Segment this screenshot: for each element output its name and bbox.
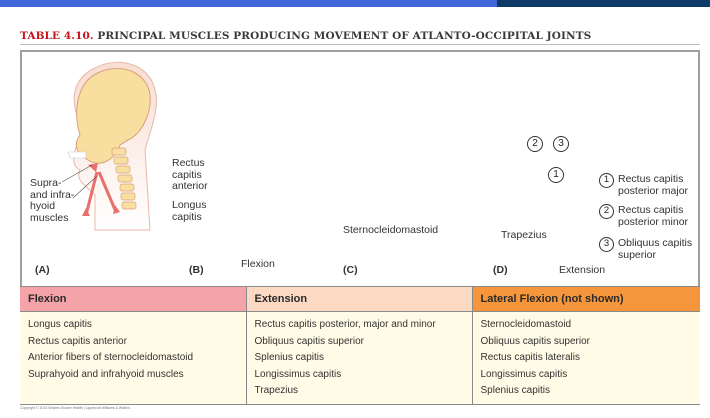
panel-b-annotation-longus: Longus capitis — [172, 199, 207, 223]
legend-marker-2: 2 — [599, 204, 614, 219]
legend-marker-3: 3 — [599, 237, 614, 252]
panel-label-a: (A) — [35, 264, 50, 276]
list-item: Longissimus capitis — [254, 368, 342, 380]
legend-item-3: Obliquus capitis superior — [618, 237, 693, 261]
panel-label-d: (D) — [493, 264, 508, 276]
panel-a-annotation: Supra- and infra- hyoid muscles — [30, 177, 75, 224]
panel-a-figure — [61, 61, 157, 231]
panel-b-annotation-rectus: Rectus capitis anterior — [172, 157, 208, 192]
top-banner-logo-area — [497, 0, 710, 7]
panel-label-c: (C) — [343, 264, 358, 276]
lateral-flexion-list: Sternocleidomastoid Obliquus capitis sup… — [481, 317, 693, 400]
table-row: Longus capitis Rectus capitis anterior A… — [20, 311, 700, 405]
legend-item-1: Rectus capitis posterior major — [618, 173, 689, 197]
panel-a-spine — [111, 147, 137, 210]
muscles-table: Flexion Extension Lateral Flexion (not s… — [20, 286, 700, 405]
table-title-text: PRINCIPAL MUSCLES PRODUCING MOVEMENT OF … — [97, 30, 592, 42]
list-item: Longissimus capitis — [480, 368, 568, 380]
header-flexion: Flexion — [20, 286, 246, 312]
flexion-list: Longus capitis Rectus capitis anterior A… — [28, 317, 238, 383]
list-item: Rectus capitis lateralis — [480, 352, 580, 364]
list-item: Splenius capitis — [480, 385, 550, 397]
header-lateral-flexion: Lateral Flexion (not shown) — [471, 286, 700, 312]
legend-item-2: Rectus capitis posterior minor — [618, 204, 689, 228]
title-divider — [20, 44, 700, 45]
list-item: Trapezius — [254, 385, 299, 397]
copyright-notice: Copyright © 2014 Wolters Kluwer Health |… — [20, 406, 131, 410]
flexion-group-label: Flexion — [241, 258, 275, 270]
cell-extension: Rectus capitis posterior, major and mino… — [245, 311, 472, 405]
list-item: Anterior fibers of sternocleidomastoid — [28, 352, 194, 364]
top-banner — [0, 0, 710, 7]
table-number: TABLE 4.10. — [20, 30, 94, 42]
panel-label-b: (B) — [189, 264, 204, 276]
legend-marker-1: 1 — [599, 173, 614, 188]
panel-a-skull — [75, 68, 151, 164]
list-item: Rectus capitis anterior — [28, 335, 127, 347]
list-item: Splenius capitis — [254, 352, 324, 364]
list-item: Obliquus capitis superior — [254, 335, 365, 347]
table-title: TABLE 4.10. PRINCIPAL MUSCLES PRODUCING … — [20, 30, 591, 42]
cell-flexion: Longus capitis Rectus capitis anterior A… — [20, 311, 246, 405]
anatomy-illustration — [61, 61, 157, 231]
list-item: Suprahyoid and infrahyoid muscles — [28, 368, 184, 380]
list-item: Obliquus capitis superior — [480, 335, 591, 347]
list-item: Rectus capitis posterior, major and mino… — [254, 319, 436, 330]
marker-2: 2 — [527, 136, 543, 152]
figure-frame — [20, 50, 700, 402]
panel-c-annotation: Sternocleidomastoid — [343, 224, 439, 236]
list-item: Sternocleidomastoid — [480, 319, 572, 330]
cell-lateral-flexion: Sternocleidomastoid Obliquus capitis sup… — [471, 311, 700, 405]
extension-list: Rectus capitis posterior, major and mino… — [255, 317, 464, 400]
panel-d-annotation: Trapezius — [501, 229, 547, 241]
list-item: Longus capitis — [28, 319, 92, 330]
table-header-row: Flexion Extension Lateral Flexion (not s… — [20, 286, 700, 312]
marker-3: 3 — [553, 136, 569, 152]
extension-group-label: Extension — [559, 264, 606, 276]
marker-1: 1 — [548, 167, 564, 183]
header-extension: Extension — [245, 286, 472, 312]
